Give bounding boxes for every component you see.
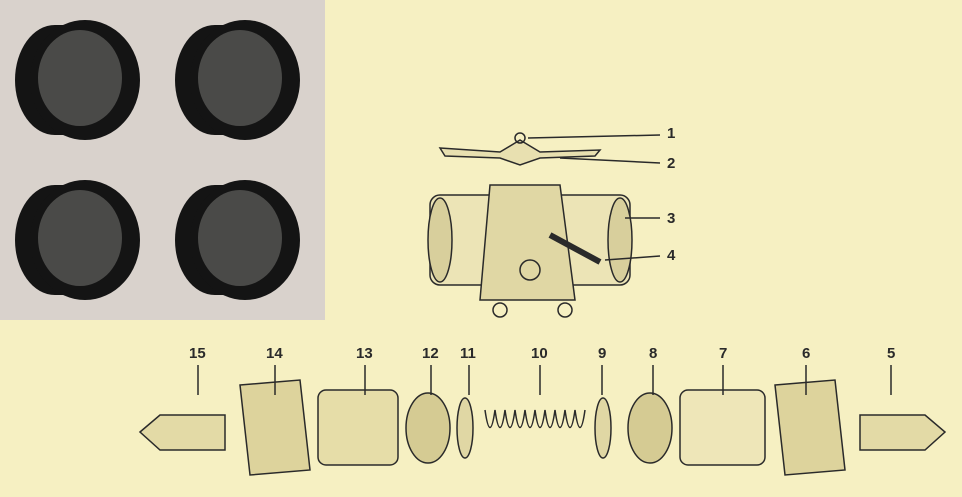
part-15-bolt: [138, 414, 226, 451]
part-label-14: 14: [266, 345, 283, 362]
part-label-7: 7: [719, 345, 728, 362]
part-9-washer: [594, 397, 612, 459]
rubber-cap: [175, 20, 300, 140]
part-label-2: 2: [667, 155, 676, 172]
part-label-4: 4: [667, 247, 676, 264]
part-label-8: 8: [649, 345, 658, 362]
rubber-cap: [175, 180, 300, 300]
part-10-spring: [484, 409, 586, 429]
rubber-caps-photo: [0, 0, 325, 320]
part-label-10: 10: [531, 345, 548, 362]
part-label-9: 9: [598, 345, 607, 362]
part-13-piston: [317, 389, 399, 466]
part-label-1: 1: [667, 125, 676, 142]
part-label-3: 3: [667, 210, 676, 227]
part-11-washer: [456, 397, 474, 459]
part-14-adjuster: [239, 379, 311, 476]
bleeder-plate: [438, 139, 602, 166]
part-12-cup: [405, 392, 451, 464]
bleeder-screw: [514, 132, 526, 144]
rubber-cap: [15, 20, 140, 140]
rubber-cap: [15, 180, 140, 300]
part-label-6: 6: [802, 345, 811, 362]
part-6-adjuster: [774, 379, 846, 476]
part-label-12: 12: [422, 345, 439, 362]
part-8-cup: [627, 392, 673, 464]
part-5-bolt: [859, 414, 947, 451]
part-label-13: 13: [356, 345, 373, 362]
part-label-5: 5: [887, 345, 896, 362]
part-label-15: 15: [189, 345, 206, 362]
part-7-piston: [679, 389, 766, 466]
part-label-11: 11: [460, 345, 476, 362]
